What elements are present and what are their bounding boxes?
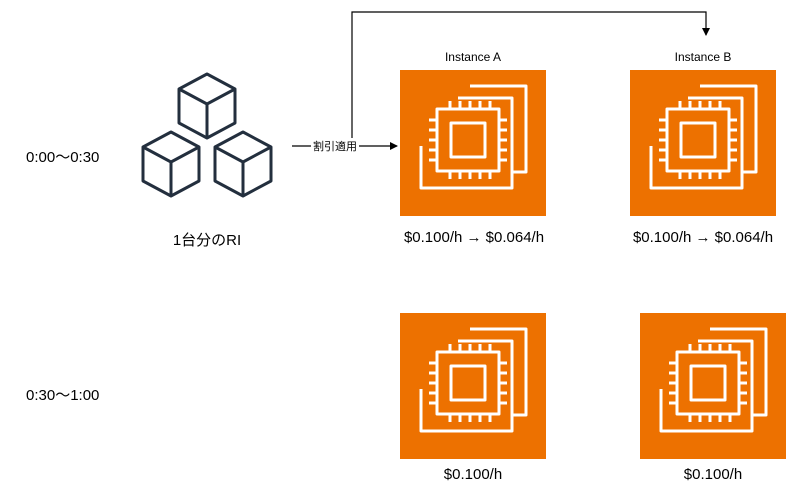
instance-row2-right-price: $0.100/h xyxy=(683,466,743,483)
instance-row2-left-price: $0.100/h xyxy=(443,466,503,483)
ri-caption: 1台分のRI xyxy=(172,232,242,249)
ec2-instance-icon xyxy=(630,70,776,216)
instance-a-title: Instance A xyxy=(444,50,502,64)
reserved-instance-cubes-icon xyxy=(132,70,282,200)
instance-b-price: $0.100/h → $0.064/h xyxy=(632,229,774,246)
instance-b-title: Instance B xyxy=(674,50,732,64)
ec2-instance-icon xyxy=(400,70,546,216)
time-label-row1: 0:00〜0:30 xyxy=(26,149,100,166)
arrow-ri-to-instance-b xyxy=(351,11,710,146)
time-label-row2: 0:30〜1:00 xyxy=(26,387,100,404)
instance-a-price: $0.100/h → $0.064/h xyxy=(403,229,545,246)
ec2-instance-icon xyxy=(640,313,786,459)
ec2-instance-icon xyxy=(400,313,546,459)
discount-applied-label: 割引適用 xyxy=(311,138,359,154)
